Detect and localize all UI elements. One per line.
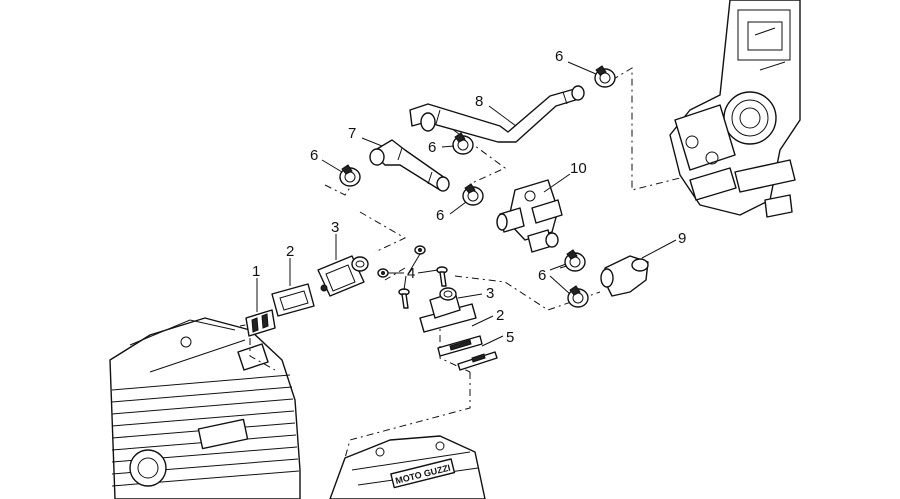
engine-cylinder-head (109, 317, 301, 499)
callout-6-lower-right: 6 (538, 267, 546, 284)
callout-2: 2 (286, 243, 294, 260)
clamp-6-upper-middle (452, 132, 474, 155)
engine-valve-cover: MOTO GUZZI (329, 435, 486, 499)
callout-5: 5 (506, 329, 514, 346)
throttle-body-assembly (669, 0, 801, 218)
part-10-valve-body (496, 179, 563, 253)
clamp-6-top-right (594, 65, 616, 88)
leader-lines (256, 61, 677, 347)
callout-6-upper-middle: 6 (428, 139, 436, 156)
part-8-hose (409, 85, 585, 143)
part-3-second-valve-housing (419, 287, 477, 333)
callout-6-top-right: 6 (555, 48, 563, 65)
callout-6-left: 6 (310, 147, 318, 164)
callout-2-second: 2 (496, 307, 504, 324)
part-9-elbow-hose (600, 255, 649, 297)
part-7-hose (369, 139, 450, 192)
callout-10: 10 (570, 160, 587, 177)
clamp-6-left (339, 164, 361, 187)
part-3-valve-housing (317, 255, 369, 297)
clamp-6-lower-right-a (564, 249, 586, 272)
callout-3: 3 (331, 219, 339, 236)
callout-9: 9 (678, 230, 686, 247)
callout-4: 4 (407, 265, 415, 282)
callout-1: 1 (252, 263, 260, 280)
callout-8: 8 (475, 93, 483, 110)
part-2-gasket (271, 283, 315, 317)
clamp-6-lower-right-b (567, 285, 589, 308)
part-2-second-gasket (437, 335, 483, 357)
callout-3-second: 3 (486, 285, 494, 302)
part-1-reed-valve (245, 309, 276, 337)
clamp-6-center (462, 183, 484, 206)
part-5-reed-plate (457, 351, 498, 371)
callout-6-center: 6 (436, 207, 444, 224)
callout-labels: 1 2 3 4 3 2 5 6 7 6 8 6 6 10 6 9 (252, 48, 686, 346)
callout-7: 7 (348, 125, 356, 142)
